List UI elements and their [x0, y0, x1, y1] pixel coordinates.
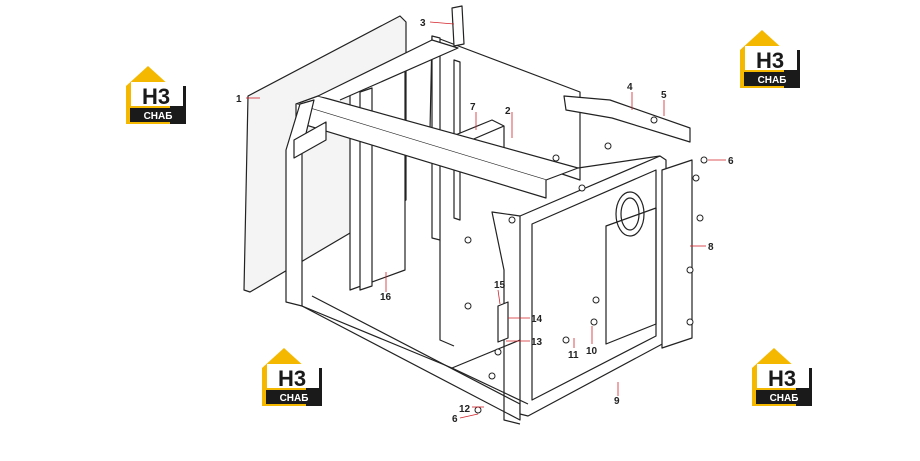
- inner-panel-16: [349, 69, 406, 291]
- right-panel-8: [661, 159, 693, 349]
- callout-9: 9: [614, 396, 620, 407]
- svg-text:СНАБ: СНАБ: [280, 393, 309, 404]
- logo-bottom-right: H3 СНАБ: [752, 348, 812, 406]
- callout-15: 15: [494, 280, 506, 291]
- base-rail: [301, 305, 529, 405]
- callout-5: 5: [661, 90, 667, 101]
- callout-7: 7: [470, 102, 476, 113]
- callout-6-top: 6: [728, 156, 734, 167]
- leader-lines: [246, 21, 726, 419]
- logo-bottom-left: H3 СНАБ: [262, 348, 322, 406]
- back-frame: [429, 35, 581, 181]
- callout-14: 14: [531, 314, 543, 325]
- bracket-4: [563, 95, 691, 143]
- callout-1: 1: [236, 94, 242, 105]
- callout-12: 12: [459, 404, 471, 415]
- callout-11: 11: [568, 350, 579, 361]
- logo-top-right: H3 СНАБ: [740, 30, 800, 88]
- logo-top-left: H3 СНАБ: [126, 66, 186, 124]
- callout-16: 16: [380, 292, 392, 303]
- bar-3: [451, 5, 465, 47]
- svg-text:СНАБ: СНАБ: [758, 75, 787, 86]
- callout-13: 13: [531, 337, 543, 348]
- callout-6-bottom: 6: [452, 414, 458, 425]
- callout-10: 10: [586, 346, 598, 357]
- callout-8-a: 8: [708, 242, 714, 253]
- svg-text:H3: H3: [142, 84, 170, 109]
- svg-text:СНАБ: СНАБ: [770, 393, 799, 404]
- svg-text:H3: H3: [278, 366, 306, 391]
- hinge-14: [497, 301, 509, 343]
- callout-4: 4: [627, 82, 633, 93]
- svg-text:СНАБ: СНАБ: [144, 111, 173, 122]
- svg-text:H3: H3: [756, 48, 784, 73]
- callout-2: 2: [505, 106, 511, 117]
- fasteners: [464, 116, 708, 414]
- svg-text:H3: H3: [768, 366, 796, 391]
- callout-3: 3: [420, 18, 426, 29]
